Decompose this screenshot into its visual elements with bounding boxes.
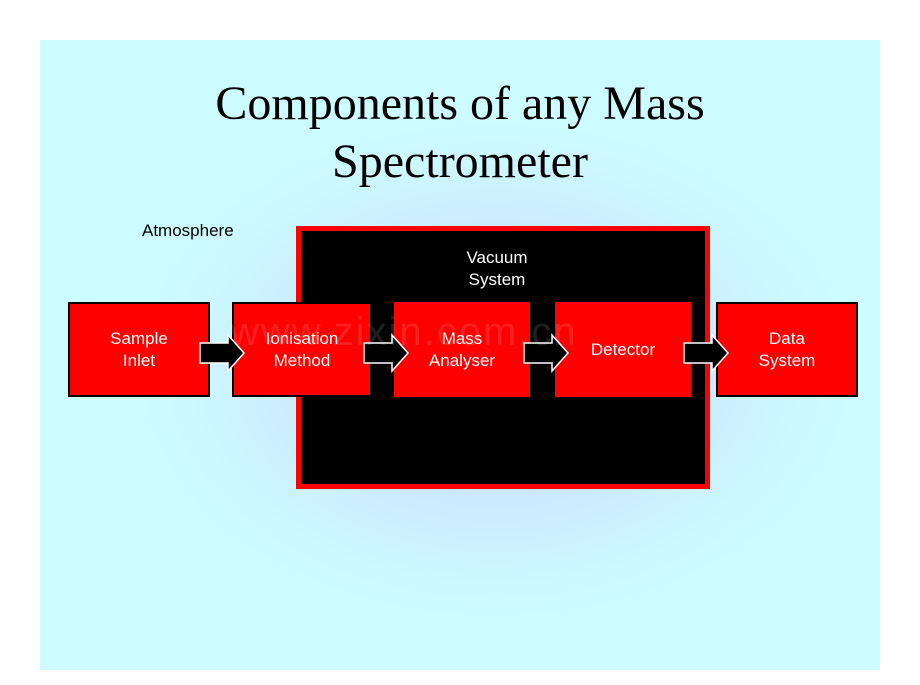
sample-inlet-block: Sample Inlet xyxy=(68,302,210,397)
data-system-line-2: System xyxy=(758,350,816,370)
ionisation-line-1: Ionisation xyxy=(265,328,339,348)
arrow-inlet-to-ionisation-icon xyxy=(199,333,246,373)
mass-analyser-line-2: Analyser xyxy=(428,350,496,370)
sample-inlet-line-1: Sample xyxy=(110,328,168,348)
ionisation-line-2: Method xyxy=(273,350,331,370)
vacuum-label-line-1: Vacuum xyxy=(466,248,528,267)
arrow-analyser-to-detector-icon xyxy=(523,333,570,373)
vacuum-system-label: Vacuum System xyxy=(437,247,557,291)
detector-line-1: Detector xyxy=(590,339,656,359)
mass-analyser-line-1: Mass xyxy=(441,328,483,348)
slide-title: Components of any Mass Spectrometer xyxy=(0,75,920,191)
data-system-line-1: Data xyxy=(769,328,805,348)
atmosphere-label: Atmosphere xyxy=(142,221,234,240)
mass-analyser-block: Mass Analyser xyxy=(394,302,530,397)
vacuum-label-line-2: System xyxy=(468,270,526,289)
arrow-ionisation-to-analyser-icon xyxy=(363,333,410,373)
watermark: www.zixin.com.cn xyxy=(230,310,578,354)
ionisation-method-block: Ionisation Method xyxy=(232,302,372,397)
data-system-block: Data System xyxy=(716,302,858,397)
title-line-2: Spectrometer xyxy=(332,135,588,188)
title-line-1: Components of any Mass xyxy=(215,77,705,130)
arrow-detector-to-data-system-icon xyxy=(683,333,730,373)
sample-inlet-line-2: Inlet xyxy=(122,350,156,370)
